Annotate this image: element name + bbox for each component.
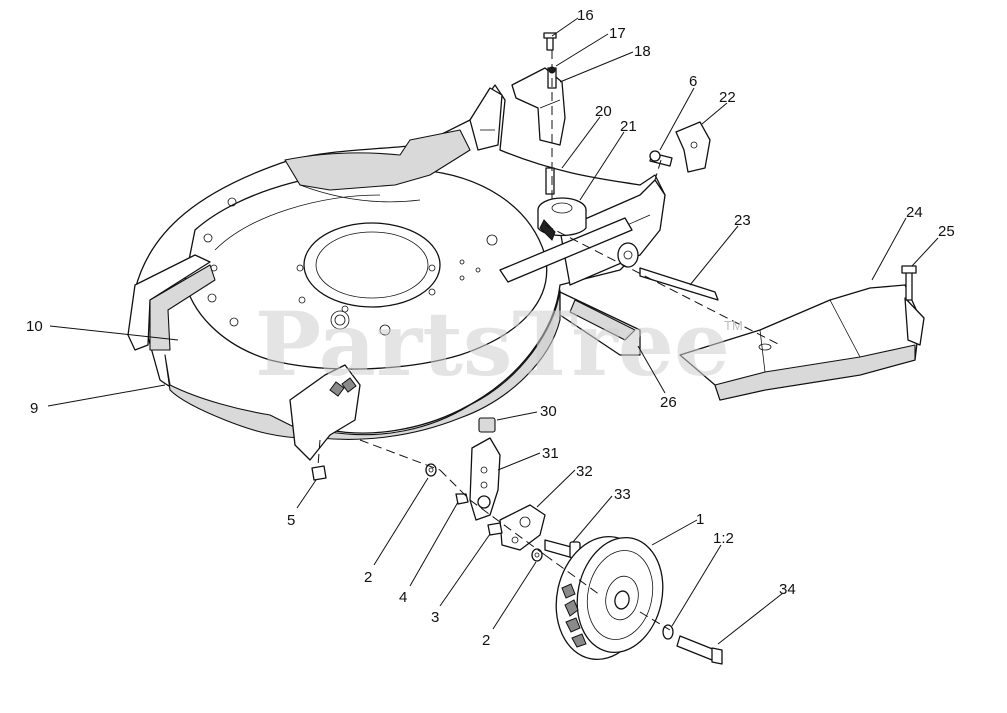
callout-25: 25 (938, 223, 955, 240)
callout-23: 23 (734, 212, 751, 229)
leader-lines (47, 17, 939, 645)
callout-32: 32 (576, 463, 593, 480)
rear-cover (679, 284, 925, 401)
callout-30: 30 (540, 403, 557, 420)
callout-10: 10 (26, 318, 43, 335)
callout-18: 18 (634, 43, 651, 60)
partstree-watermark: PartsTree TM (255, 292, 743, 396)
callout-1-2: 1:2 (713, 530, 734, 547)
callout-2b: 2 (482, 632, 490, 649)
callout-1: 1 (696, 511, 704, 528)
callout-9: 9 (30, 400, 38, 417)
callout-2a: 2 (364, 569, 372, 586)
callout-4: 4 (399, 589, 407, 606)
callout-31: 31 (542, 445, 559, 462)
height-bracket (511, 32, 566, 146)
callout-5: 5 (287, 512, 295, 529)
watermark-trademark: TM (724, 318, 743, 333)
callout-17: 17 (609, 25, 626, 42)
callout-24: 24 (906, 204, 923, 221)
rear-axle-assembly (499, 217, 641, 356)
wheel-bolt (662, 624, 723, 665)
callout-22: 22 (719, 89, 736, 106)
callout-34: 34 (779, 581, 796, 598)
assembly-lines (317, 50, 781, 631)
mower-deck (127, 84, 666, 461)
callout-3: 3 (431, 609, 439, 626)
watermark-text: PartsTree (255, 292, 730, 396)
motor-pulley (537, 167, 587, 241)
front-wheel (555, 535, 664, 661)
right-bracket (649, 121, 711, 173)
callout-33: 33 (614, 486, 631, 503)
screw (901, 265, 917, 301)
callout-20: 20 (595, 103, 612, 120)
callout-21: 21 (620, 118, 637, 135)
front-wheel-assembly (311, 417, 581, 562)
callout-16: 16 (577, 7, 594, 24)
callout-6: 6 (689, 73, 697, 90)
callout-labels: 16 17 18 6 22 20 21 23 24 25 10 9 26 30 … (26, 7, 955, 649)
callout-26: 26 (660, 394, 677, 411)
